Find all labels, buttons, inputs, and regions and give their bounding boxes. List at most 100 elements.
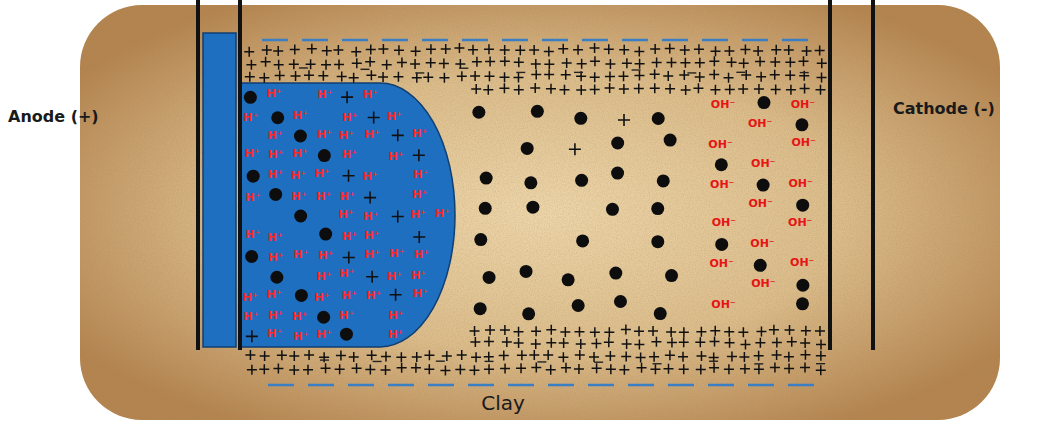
charge-symbol bbox=[352, 363, 362, 373]
charge-symbol bbox=[710, 326, 720, 336]
charge-symbol bbox=[710, 337, 720, 347]
charge-symbol bbox=[738, 84, 748, 94]
charge-symbol bbox=[637, 363, 647, 373]
particle-dot bbox=[520, 265, 533, 278]
charge-symbol bbox=[245, 350, 255, 360]
electrode-label: Cathode (-) bbox=[893, 100, 995, 118]
clay-ground bbox=[80, 5, 1000, 420]
charge-symbol bbox=[411, 363, 421, 373]
surface-charge bbox=[388, 384, 414, 387]
charge-symbol bbox=[262, 45, 272, 55]
charge-symbol bbox=[442, 351, 452, 361]
ion-label: H⁺ bbox=[243, 311, 258, 323]
ion-label: OH⁻ bbox=[790, 257, 814, 269]
charge-symbol bbox=[619, 71, 629, 81]
charge-symbol bbox=[634, 84, 644, 94]
charge-symbol bbox=[632, 69, 641, 70]
charge-symbol bbox=[785, 325, 795, 335]
particle-dot bbox=[245, 250, 258, 263]
charge-symbol bbox=[320, 359, 329, 360]
charge-symbol bbox=[514, 57, 524, 67]
particle-dot bbox=[757, 96, 770, 109]
charge-symbol bbox=[648, 326, 658, 336]
charge-symbol bbox=[343, 252, 355, 264]
charge-symbol bbox=[727, 57, 737, 67]
charge-symbol bbox=[784, 45, 794, 55]
particle-dot bbox=[318, 149, 331, 162]
charge-symbol bbox=[341, 91, 353, 103]
charge-symbol bbox=[500, 56, 510, 66]
charge-symbol bbox=[816, 365, 826, 375]
charge-symbol bbox=[772, 338, 782, 348]
charge-symbol bbox=[514, 85, 524, 95]
charge-symbol bbox=[368, 112, 380, 124]
charge-symbol bbox=[457, 71, 467, 81]
particle-dot bbox=[796, 297, 809, 310]
surface-charge bbox=[548, 384, 574, 387]
charge-symbol bbox=[245, 72, 255, 82]
charge-symbol bbox=[574, 72, 583, 73]
charge-symbol bbox=[516, 363, 526, 373]
charge-symbol bbox=[754, 364, 764, 374]
charge-symbol bbox=[816, 85, 826, 95]
ion-label: H⁺ bbox=[365, 129, 380, 141]
charge-symbol bbox=[709, 352, 719, 362]
charge-symbol bbox=[755, 56, 765, 66]
particle-dot bbox=[796, 279, 809, 292]
particle-dot bbox=[575, 174, 588, 187]
charge-symbol bbox=[392, 210, 404, 222]
charge-symbol bbox=[352, 58, 362, 68]
surface-charge bbox=[508, 384, 534, 387]
cathode-wall bbox=[828, 0, 832, 350]
charge-symbol bbox=[457, 350, 467, 360]
particle-dot bbox=[319, 228, 332, 241]
charge-symbol bbox=[679, 364, 689, 374]
charge-symbol bbox=[816, 363, 825, 364]
charge-symbol bbox=[621, 352, 631, 362]
charge-symbol bbox=[800, 338, 810, 348]
charge-symbol bbox=[459, 68, 468, 69]
ion-label: OH⁻ bbox=[751, 277, 775, 289]
charge-symbol bbox=[771, 84, 781, 94]
ion-label: H⁺ bbox=[411, 208, 426, 220]
charge-symbol bbox=[546, 84, 556, 94]
particle-dot bbox=[651, 202, 664, 215]
ion-label: H⁺ bbox=[293, 148, 308, 160]
charge-symbol bbox=[559, 85, 569, 95]
charge-symbol bbox=[364, 192, 376, 204]
ion-label: H⁺ bbox=[316, 191, 331, 203]
ion-label: H⁺ bbox=[365, 249, 380, 261]
charge-symbol bbox=[291, 71, 301, 81]
charge-symbol bbox=[680, 45, 690, 55]
particle-dot bbox=[611, 136, 624, 149]
charge-symbol bbox=[436, 360, 445, 361]
charge-symbol bbox=[800, 84, 810, 94]
charge-symbol bbox=[666, 57, 676, 67]
charge-symbol bbox=[259, 364, 269, 374]
surface-charge bbox=[268, 384, 294, 387]
charge-symbol bbox=[544, 70, 554, 80]
ion-label: H⁺ bbox=[315, 292, 330, 304]
particle-dot bbox=[606, 203, 619, 216]
ion-label: H⁺ bbox=[339, 130, 354, 142]
charge-symbol bbox=[439, 73, 449, 83]
charge-symbol bbox=[334, 60, 344, 70]
ion-label: H⁺ bbox=[245, 148, 260, 160]
charge-symbol bbox=[710, 85, 720, 95]
charge-symbol bbox=[289, 365, 299, 375]
particle-dot bbox=[576, 234, 589, 247]
surface-charge bbox=[622, 39, 648, 42]
charge-symbol bbox=[753, 46, 763, 56]
charge-symbol bbox=[569, 143, 581, 155]
ion-label: H⁺ bbox=[388, 329, 403, 341]
ion-label: H⁺ bbox=[413, 288, 428, 300]
ion-label: H⁺ bbox=[293, 249, 308, 261]
ion-label: H⁺ bbox=[268, 130, 283, 142]
charge-symbol bbox=[815, 326, 825, 336]
ion-label: H⁺ bbox=[243, 112, 258, 124]
charge-symbol bbox=[321, 363, 331, 373]
charge-symbol bbox=[650, 364, 660, 374]
charge-symbol bbox=[485, 56, 495, 66]
charge-symbol bbox=[754, 351, 764, 361]
ion-label: H⁺ bbox=[269, 252, 284, 264]
